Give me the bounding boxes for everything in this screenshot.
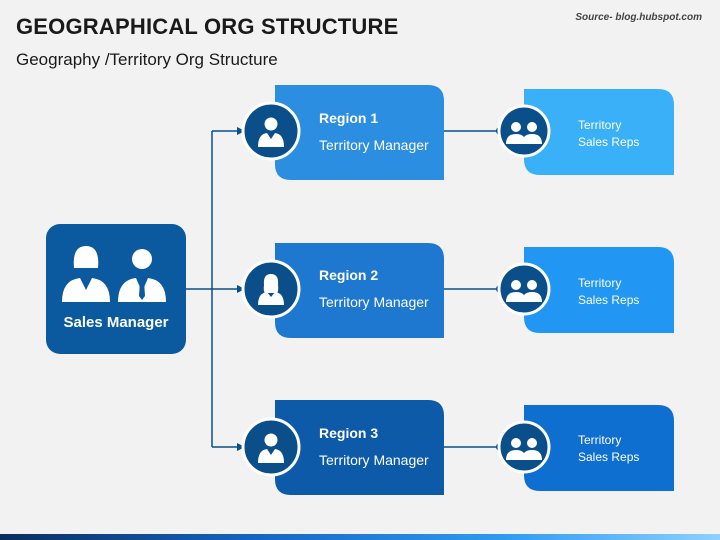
region-2-role: Territory Manager bbox=[319, 294, 429, 310]
page-subtitle: Geography /Territory Org Structure bbox=[16, 50, 278, 69]
region-1-title: Region 1 bbox=[319, 110, 379, 126]
region-3-reps-label: Territory Sales Reps bbox=[578, 432, 658, 466]
reps-line-1: Territory bbox=[578, 118, 622, 132]
region-1-reps-label: Territory Sales Reps bbox=[578, 117, 658, 151]
female-manager-icon bbox=[62, 246, 110, 302]
reps-line-1: Territory bbox=[578, 433, 622, 447]
region-2-reps-card bbox=[524, 247, 674, 333]
reps-line-1: Territory bbox=[578, 276, 622, 290]
region-1-reps-avatar-circle bbox=[497, 104, 551, 158]
connector-arrowheads bbox=[237, 127, 245, 451]
reps-line-2: Sales Reps bbox=[578, 135, 640, 149]
reps-line-2: Sales Reps bbox=[578, 293, 640, 307]
region-2-card bbox=[275, 243, 444, 338]
region-3-group bbox=[241, 400, 674, 495]
region-1-card bbox=[275, 85, 444, 180]
region-3-avatar-circle bbox=[241, 417, 301, 477]
manager-connectors bbox=[186, 130, 240, 448]
region-2-reps-avatar-circle bbox=[497, 262, 551, 316]
sales-manager-label: Sales Manager bbox=[63, 314, 169, 331]
region-3-role: Territory Manager bbox=[319, 452, 429, 468]
footer-gradient-bar bbox=[0, 534, 720, 540]
reps-line-2: Sales Reps bbox=[578, 450, 640, 464]
region-1-role: Territory Manager bbox=[319, 137, 429, 153]
region-2-title: Region 2 bbox=[319, 267, 379, 283]
region-1-avatar-circle bbox=[241, 101, 301, 161]
region-1-reps-card bbox=[524, 89, 674, 175]
region-3-reps-card bbox=[524, 405, 674, 491]
source-credit: Source- blog.hubspot.com bbox=[575, 12, 702, 23]
region-3-card bbox=[275, 400, 444, 495]
region-3-title: Region 3 bbox=[319, 425, 379, 441]
region-2-reps-label: Territory Sales Reps bbox=[578, 275, 658, 309]
region-2-group bbox=[241, 243, 674, 338]
region-3-reps-avatar-circle bbox=[497, 420, 551, 474]
page-title: GEOGRAPHICAL ORG STRUCTURE bbox=[16, 14, 399, 39]
region-1-group bbox=[241, 85, 674, 180]
male-manager-icon bbox=[118, 249, 166, 302]
